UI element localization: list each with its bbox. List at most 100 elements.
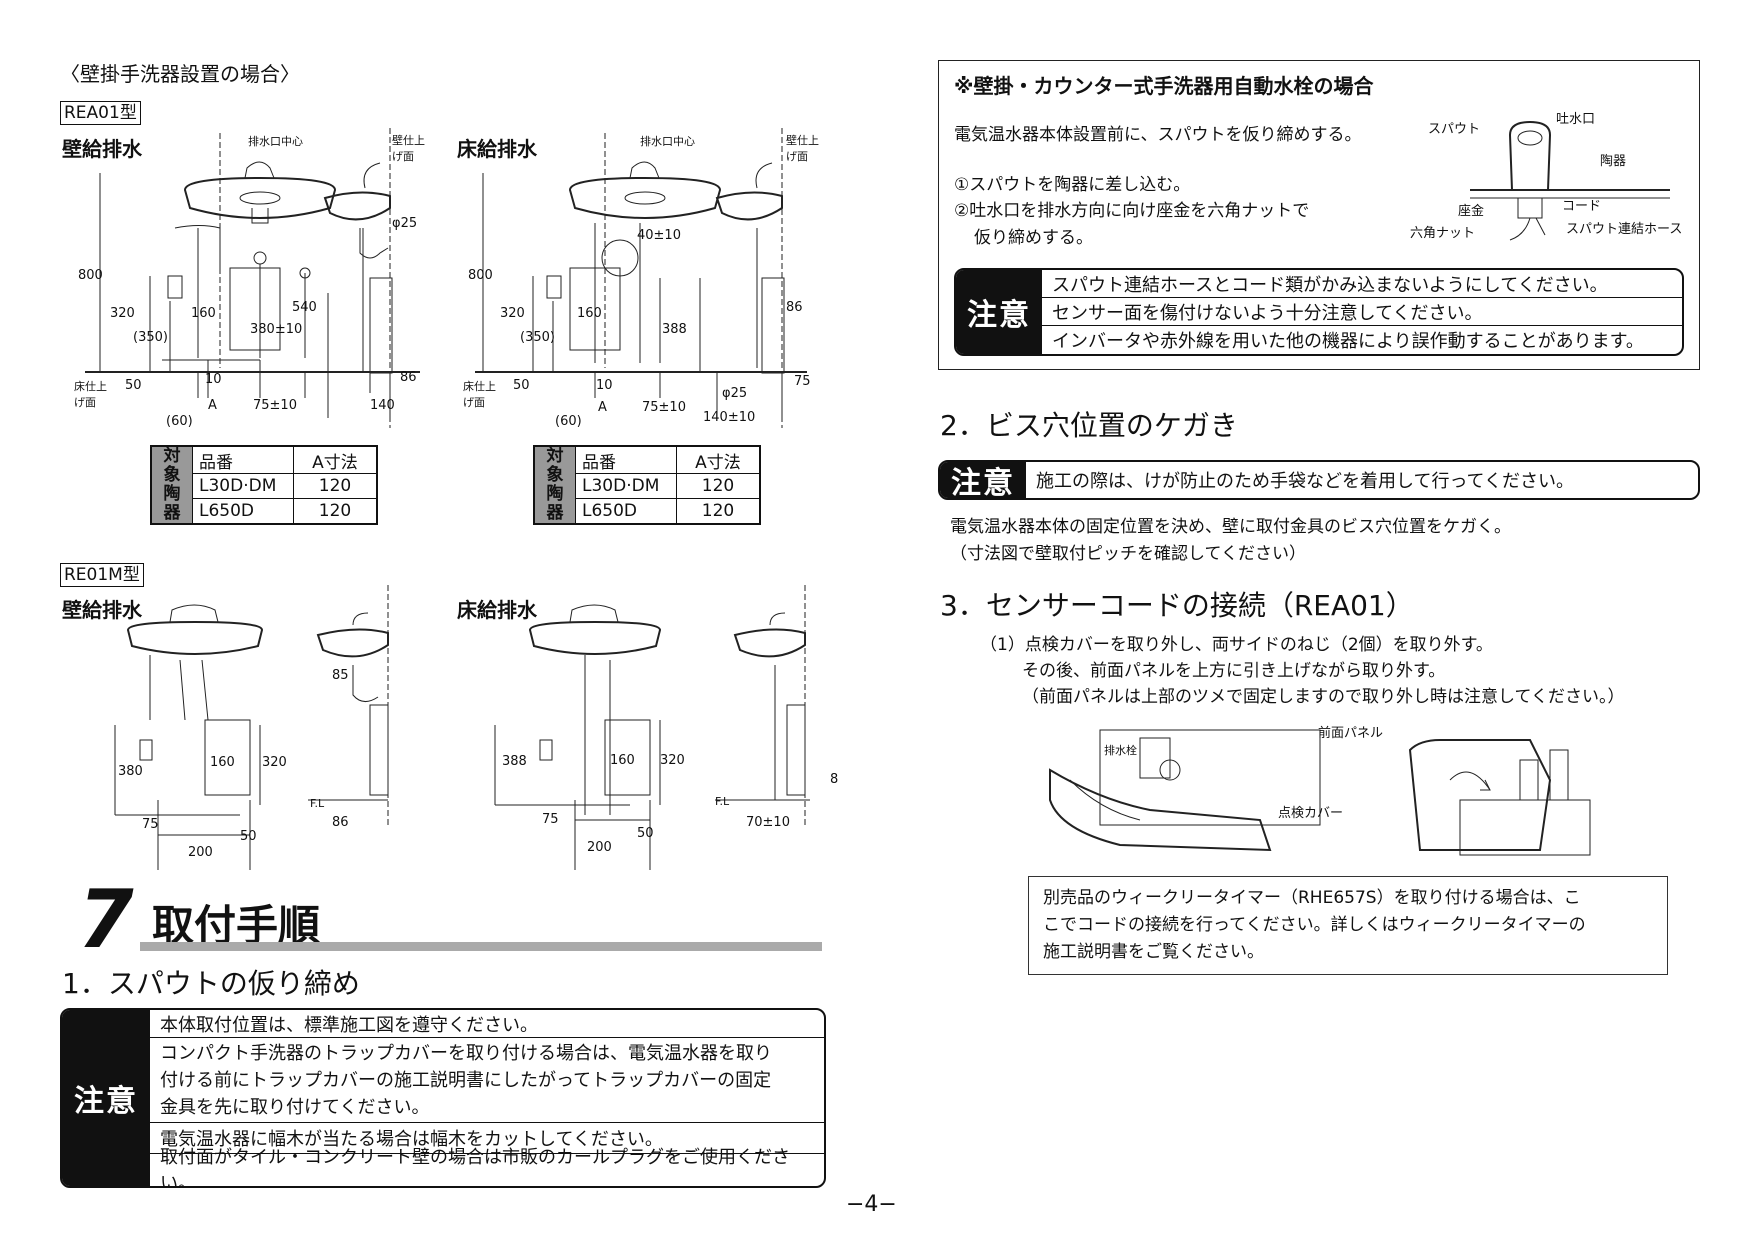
step3-line-1: （1）点検カバーを取り外し、両サイドのねじ（2個）を取り外す。 [980,635,1493,655]
step3-line-3: （前面パネルは上部のツメで固定しますので取り外し時は注意してください。） [1022,687,1625,707]
box-title: ※壁掛・カウンター式手洗器用自動水栓の場合 [954,74,1374,98]
table-cell: L650D [192,498,294,525]
panel-removal-illustration [1049,729,1591,856]
label-front-panel: 前面パネル [1318,726,1384,741]
rea01-wall-side-diagram [320,128,420,428]
step2-text: 電気温水器本体の固定位置を決め、壁に取付金具のビス穴位置をケガく。（寸法図で壁取… [950,517,1511,564]
dim: (350) [520,330,555,345]
box-intro: 電気温水器本体設置前に、スパウトを仮り締めする。 [954,125,1362,145]
label-drain: 排水栓 [1104,744,1137,757]
dim: 380 [118,764,143,779]
table-cell: 120 [293,473,378,499]
step1-title: 1．スパウトの仮り締め [62,967,360,1000]
section-title: 〈壁掛手洗器設置の場合〉 [60,62,300,86]
re01m-floor-label: 床給排水 [457,598,537,622]
floor-finish-label: 床仕上げ面 [74,380,107,409]
dim: 388 [502,754,527,769]
dim: 200 [587,840,612,855]
label-cord: コード [1562,199,1602,214]
re01m-floor-front-diagram [494,604,662,870]
table-cell: L650D [575,498,677,525]
dim: 86 [786,300,803,315]
dim: (60) [555,414,582,429]
dim: 86 [332,815,349,830]
dim: 50 [125,378,142,393]
dim: 50 [513,378,530,393]
re01m-wall-label: 壁給排水 [62,598,142,622]
chapter-rule [140,942,822,951]
re01m-floor-side-diagram [715,585,810,825]
box-step-a: ①スパウトを陶器に差し込む。 [954,175,1191,195]
dim: 75 [542,812,559,827]
dim: 10 [596,378,613,393]
label-washer: 座金 [1458,204,1485,219]
rea01-floor-side-diagram [712,128,807,428]
table-side-label: 対象陶器 [533,445,576,525]
dim: 75±10 [642,400,686,415]
caution-label: 注意 [62,1010,150,1186]
dim: 86 [400,370,417,385]
dim: φ25 [392,216,418,231]
step3-line-2: その後、前面パネルを上方に引き上げながら取り外す。 [1022,661,1446,681]
table-header: 品番 [575,445,677,475]
chapter-title: 取付手順 [152,901,321,950]
page-number: −4− [846,1192,897,1217]
dim: 75 [794,374,811,389]
dim: φ25 [722,386,748,401]
step2-title: 2．ビス穴位置のケガき [940,409,1238,442]
rea01-floor-label: 床給排水 [457,137,537,161]
dim: 540 [292,300,317,315]
dim: 50 [637,826,654,841]
dim: 75 [142,817,159,832]
table-side-label: 対象陶器 [150,445,193,525]
chapter-number: 7 [78,873,134,966]
label-outlet: 吐水口 [1556,112,1596,127]
dim: (350) [133,330,168,345]
drain-center-label: 排水口中心 [640,135,695,148]
dim: 85 [332,668,349,683]
model-label-rea01: REA01型 [60,101,141,125]
dim: 70±10 [746,815,790,830]
target-ceramic-table-floor: 対象陶器 品番 A寸法 L30D·DM 120 L650D 120 [533,445,761,525]
dim: 160 [577,306,602,321]
rea01-floor-front-diagram [475,133,755,398]
wall-finish-label: 壁仕上げ面 [392,134,425,163]
box-step-b: ②吐水口を排水方向に向け座金を六角ナットで仮り締めする。 [954,201,1310,248]
caution-label: 注意 [940,462,1026,498]
table-header: A寸法 [676,445,761,475]
floor-level-label: F.L [310,797,325,810]
caution-row: センサー面を傷付けないよう十分注意してください。 [1042,298,1682,326]
label-ceramic: 陶器 [1600,154,1627,169]
floor-finish-label: 床仕上げ面 [463,380,496,409]
label-hex-nut: 六角ナット [1410,226,1476,241]
box-caution: 注意 スパウト連結ホースとコード類がかみ込まないようにしてください。 センサー面… [954,268,1684,356]
dim: 320 [660,753,685,768]
table-cell: L30D·DM [575,473,677,499]
dim: 160 [191,306,216,321]
table-cell: L30D·DM [192,473,294,499]
re01m-wall-side-diagram [308,585,389,825]
dim: 140±10 [703,410,756,425]
spout-illustration [1470,120,1670,241]
target-ceramic-table-wall: 対象陶器 品番 A寸法 L30D·DM 120 L650D 120 [150,445,378,525]
dim: 160 [210,755,235,770]
dim: 40±10 [637,228,681,243]
caution-row: 本体取付位置は、標準施工図を遵守ください。 [150,1010,824,1038]
caution-row: スパウト連結ホースとコード類がかみ込まないようにしてください。 [1042,270,1682,298]
caution-row: インバータや赤外線を用いた他の機器により誤作動することがあります。 [1052,330,1644,352]
dim: 160 [610,753,635,768]
label-cover: 点検カバー [1278,806,1344,821]
table-cell: 120 [676,498,761,525]
dim: 8 [830,772,839,787]
dim: 800 [78,268,103,283]
re01m-wall-front-diagram [114,604,264,870]
step3-title: 3．センサーコードの接続（REA01） [940,589,1414,622]
step1-caution-box: 注意 本体取付位置は、標準施工図を遵守ください。 コンパクト手洗器のトラップカバ… [60,1008,826,1188]
table-cell: 120 [676,473,761,499]
drain-center-label: 排水口中心 [248,135,303,148]
model-label-re01m: RE01M型 [60,563,144,587]
floor-level-label: F.L [715,795,730,808]
caution-row: 取付面がタイル・コンクリート壁の場合は市販のカールプラグをご使用ください。 [160,1147,790,1188]
dim: 10 [205,372,222,387]
rea01-wall-label: 壁給排水 [62,137,142,161]
